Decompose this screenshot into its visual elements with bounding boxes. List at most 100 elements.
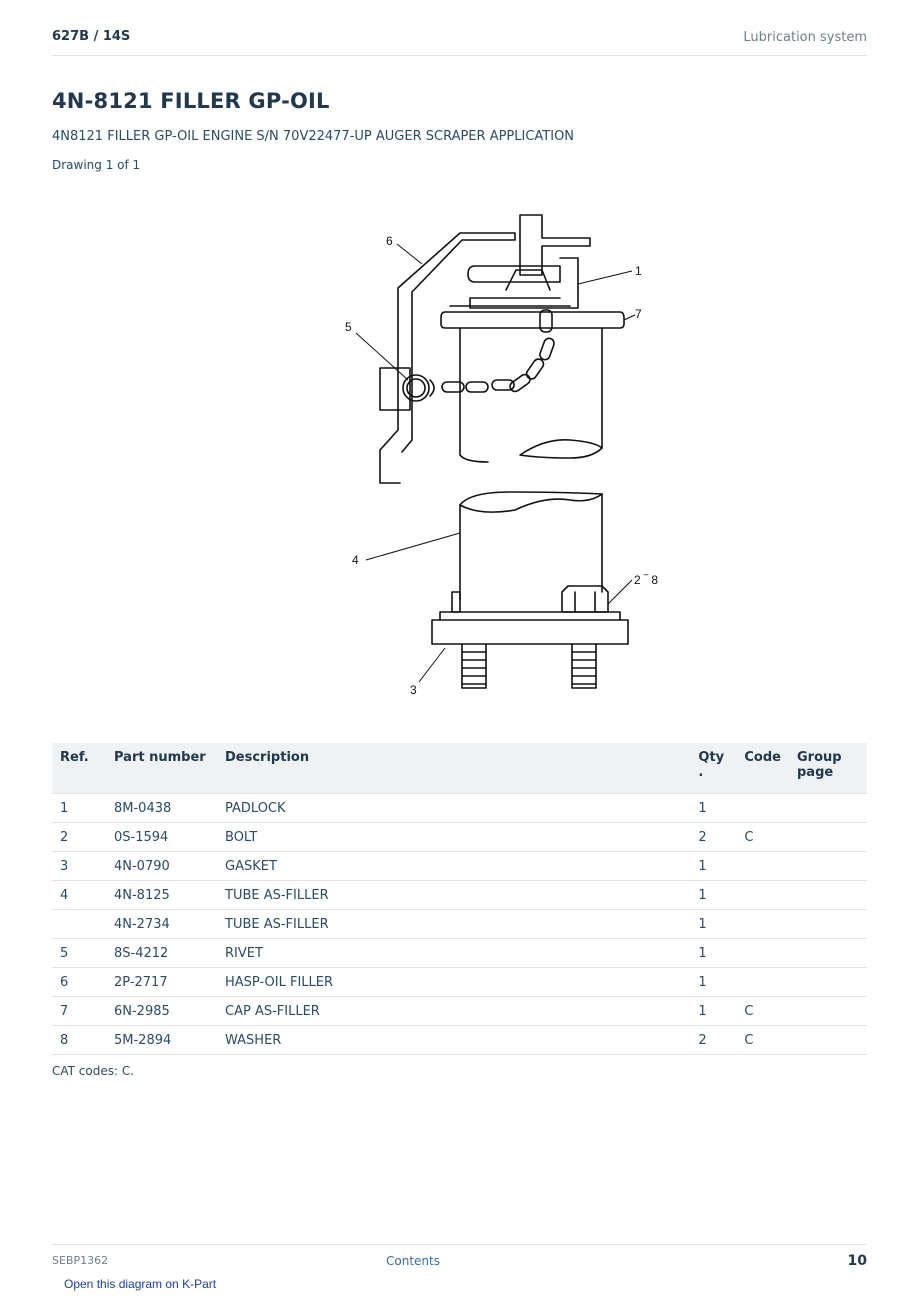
contents-link[interactable]: Contents	[386, 1254, 440, 1268]
cell-qty: 1	[690, 996, 737, 1026]
cell-code	[736, 880, 789, 910]
document-id: SEBP1362	[52, 1254, 109, 1267]
cell-part-number: 0S-1594	[106, 822, 217, 852]
cap-shape	[440, 311, 625, 329]
cell-part-number: 8S-4212	[106, 938, 217, 968]
cell-qty: 1	[690, 851, 737, 881]
cell-group-page	[789, 909, 867, 939]
table-row: 2 0S-1594 BOLT 2 C	[52, 822, 867, 852]
cell-description: PADLOCK	[217, 793, 691, 823]
table-row: 3 4N-0790 GASKET 1	[52, 851, 867, 881]
page-number: 10	[847, 1253, 867, 1269]
table-row: 5 8S-4212 RIVET 1	[52, 938, 867, 968]
callout-2-8: 2 ‾ 8	[634, 573, 658, 587]
cell-ref: 7	[52, 996, 106, 1026]
page-footer: SEBP1362 Contents 10	[52, 1244, 867, 1275]
cell-description: RIVET	[217, 938, 691, 968]
header-part-number: Part number	[106, 743, 217, 794]
cell-code	[736, 938, 789, 968]
cell-qty: 2	[690, 822, 737, 852]
cell-qty: 1	[690, 909, 737, 939]
cell-group-page	[789, 996, 867, 1026]
table-row: 7 6N-2985 CAP AS-FILLER 1 C	[52, 996, 867, 1026]
cell-part-number: 2P-2717	[106, 967, 217, 997]
cell-group-page	[789, 793, 867, 823]
header-code: Code	[736, 743, 789, 794]
leader-lines	[355, 243, 636, 683]
cell-ref: 6	[52, 967, 106, 997]
callout-5: 5	[345, 320, 352, 334]
header-ref: Ref.	[52, 743, 106, 794]
cell-part-number: 4N-2734	[106, 909, 217, 939]
section-label: Lubrication system	[743, 30, 867, 45]
drawing-count: Drawing 1 of 1	[52, 158, 141, 172]
cell-ref: 8	[52, 1025, 106, 1055]
cell-ref: 4	[52, 880, 106, 910]
parts-table-header: Ref. Part number Description Qty . Code …	[52, 743, 867, 794]
table-row: 4 4N-8125 TUBE AS-FILLER 1	[52, 880, 867, 910]
cell-group-page	[789, 1025, 867, 1055]
model-label: 627B / 14S	[52, 29, 131, 44]
cat-codes-note: CAT codes: C.	[52, 1064, 135, 1078]
cell-qty: 1	[690, 938, 737, 968]
cell-description: HASP-OIL FILLER	[217, 967, 691, 997]
table-row: 4N-2734 TUBE AS-FILLER 1	[52, 909, 867, 939]
base-plate-shape	[431, 619, 629, 645]
cell-qty: 1	[690, 880, 737, 910]
table-row: 8 5M-2894 WASHER 2 C	[52, 1025, 867, 1055]
cell-group-page	[789, 967, 867, 997]
parts-diagram: 6 1 5 7 4 2 ‾ 8 3	[345, 214, 658, 697]
callout-7: 7	[635, 307, 642, 321]
cell-ref: 5	[52, 938, 106, 968]
cell-ref	[52, 909, 106, 939]
page-title: 4N-8121 FILLER GP-OIL	[52, 89, 330, 113]
cell-group-page	[789, 938, 867, 968]
chain-shape	[441, 309, 555, 393]
cell-qty: 1	[690, 793, 737, 823]
cell-description: TUBE AS-FILLER	[217, 880, 691, 910]
hasp-shape	[379, 232, 516, 484]
cell-code: C	[736, 996, 789, 1026]
cell-part-number: 4N-0790	[106, 851, 217, 881]
cell-code	[736, 967, 789, 997]
cell-ref: 1	[52, 793, 106, 823]
cell-description: WASHER	[217, 1025, 691, 1055]
table-row: 6 2P-2717 HASP-OIL FILLER 1	[52, 967, 867, 997]
header-qty: Qty .	[690, 743, 737, 794]
rivet-shape	[402, 374, 430, 402]
cell-qty: 2	[690, 1025, 737, 1055]
padlock-shape	[519, 214, 591, 276]
cell-description: CAP AS-FILLER	[217, 996, 691, 1026]
page-subtitle: 4N8121 FILLER GP-OIL ENGINE S/N 70V22477…	[52, 129, 575, 144]
callout-6: 6	[386, 234, 393, 248]
callout-4: 4	[352, 553, 359, 567]
callout-1: 1	[635, 264, 642, 278]
cell-description: GASKET	[217, 851, 691, 881]
lower-tube-shape	[459, 491, 603, 601]
cell-code	[736, 851, 789, 881]
cell-group-page	[789, 851, 867, 881]
cell-part-number: 6N-2985	[106, 996, 217, 1026]
cell-ref: 2	[52, 822, 106, 852]
cell-qty: 1	[690, 967, 737, 997]
cell-group-page	[789, 880, 867, 910]
cell-description: BOLT	[217, 822, 691, 852]
cell-part-number: 8M-0438	[106, 793, 217, 823]
callout-3: 3	[410, 683, 417, 697]
cell-code: C	[736, 1025, 789, 1055]
cell-part-number: 5M-2894	[106, 1025, 217, 1055]
cell-code	[736, 909, 789, 939]
header-description: Description	[217, 743, 691, 794]
cell-description: TUBE AS-FILLER	[217, 909, 691, 939]
studs-shape	[461, 643, 597, 689]
page-header: 627B / 14S Lubrication system	[52, 29, 867, 56]
table-row: 1 8M-0438 PADLOCK 1	[52, 793, 867, 823]
cell-code	[736, 793, 789, 823]
cell-code: C	[736, 822, 789, 852]
cell-part-number: 4N-8125	[106, 880, 217, 910]
cell-ref: 3	[52, 851, 106, 881]
kpart-link[interactable]: Open this diagram on K-Part	[64, 1277, 217, 1291]
upper-tube-shape	[459, 327, 603, 463]
header-group-page: Group page	[789, 743, 867, 794]
parts-table: Ref. Part number Description Qty . Code …	[52, 743, 867, 1055]
